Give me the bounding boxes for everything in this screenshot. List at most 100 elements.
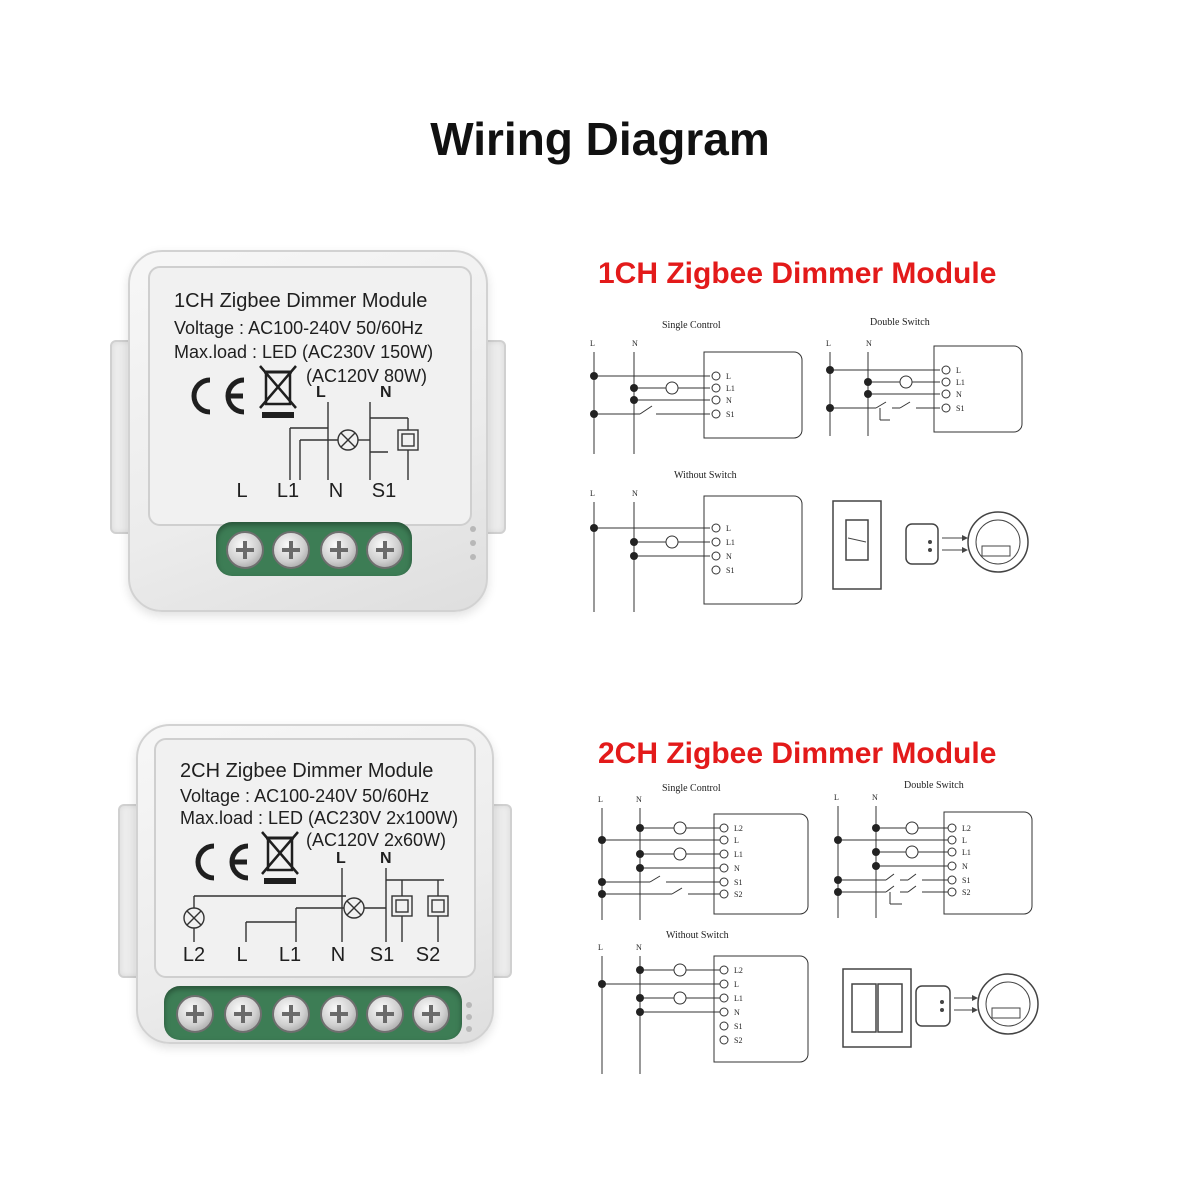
label-panel [154,738,476,978]
module-pin-label: S1 [726,566,734,575]
caption-double-switch: Double Switch [870,317,930,328]
line-label-L: L [598,943,603,952]
line-label-L: L [826,339,831,348]
device-module-name: 1CH Zigbee Dimmer Module [174,290,428,312]
module-pin-label: L [726,524,731,533]
module-pin-label: L2 [734,966,743,975]
device-voltage: Voltage : AC100-240V 50/60Hz [174,318,424,338]
wall-switch-icon [832,500,882,590]
device-wiring-drawing [183,868,449,942]
module-pin-label: N [734,1008,740,1017]
vent-hole [466,1002,472,1008]
section-title-2ch: 2CH Zigbee Dimmer Module [598,737,997,770]
module-pin-label: N [734,864,740,873]
device-2ch-photo: 2CH Zigbee Dimmer Module Voltage : AC100… [118,724,512,1044]
caption-double-switch: Double Switch [904,780,964,791]
schematic-2ch-without-switch: L N L2 L L1 N S1 S2 [598,943,809,1074]
terminal-label: L1 [276,480,300,502]
vent-hole [470,526,476,532]
module-pin-label: L1 [956,378,965,387]
vent-hole [466,1014,472,1020]
line-label-N: N [872,793,878,802]
terminal-screw [366,531,404,569]
schematic-2ch-double-switch: L N L2 L L1 N S1 S2 [834,793,1033,918]
module-pin-label: S2 [734,890,742,899]
terminal-screw [272,995,310,1033]
line-label-L: L [590,339,595,348]
terminal-label: L1 [278,944,302,966]
schematic-1ch-double-switch: L N L L1 N S1 [826,339,1023,436]
line-label-N: N [636,795,642,804]
terminal-block [164,986,462,1040]
device-max-load: Max.load : LED (AC230V 150W) [174,342,434,362]
module-pin-label: L2 [962,824,971,833]
ce-mark-icon [191,377,245,415]
module-pin-label: L2 [734,824,743,833]
module-pin-label: L [734,980,739,989]
device-voltage: Voltage : AC100-240V 50/60Hz [180,786,430,806]
terminal-label: S1 [371,480,397,502]
weee-bin-icon [259,365,297,418]
device-pin-N: N [380,850,392,867]
device-wiring-drawing [289,402,419,480]
terminal-screw [224,995,262,1033]
module-pin-label: L [734,836,739,845]
module-pin-label: L [956,366,961,375]
label-panel [148,266,472,526]
device-pin-L: L [336,850,346,867]
terminal-screw [366,995,404,1033]
terminal-screw [320,531,358,569]
vent-hole [470,540,476,546]
terminal-label: L [236,480,248,502]
weee-bin-icon [261,831,299,884]
caption-without-switch: Without Switch [674,470,737,481]
module-pin-label: S1 [962,876,970,885]
line-label-N: N [632,339,638,348]
schematic-1ch-without-switch: L N L L1 N S1 [590,489,803,612]
device-pin-N: N [380,384,392,401]
terminal-screw [320,995,358,1033]
page-title: Wiring Diagram [430,113,770,165]
module-pin-label: L1 [726,538,735,547]
line-label-L: L [590,489,595,498]
schematic-1ch-single-control: L N L L1 N S1 [590,339,803,454]
device-max-load-120: (AC120V 80W) [306,366,428,386]
terminal-label: S1 [369,944,395,966]
module-pin-label: L [962,836,967,845]
terminal-screw [412,995,450,1033]
module-pin-label: S2 [734,1036,742,1045]
module-pin-label: S1 [726,410,734,419]
terminal-screw [176,995,214,1033]
wall-box-icon [905,511,1029,573]
caption-single-control: Single Control [662,320,721,331]
schematic-2ch-single-control: L N L2 L L1 N S1 S2 [598,795,809,920]
section-title-1ch: 1CH Zigbee Dimmer Module [598,257,997,290]
terminal-screw [272,531,310,569]
module-pin-label: N [962,862,968,871]
line-label-N: N [632,489,638,498]
caption-without-switch: Without Switch [666,930,729,941]
module-pin-label: L1 [734,994,743,1003]
wall-switch-icon [842,968,912,1048]
module-pin-label: S1 [734,878,742,887]
module-pin-label: N [956,390,962,399]
module-pin-label: S2 [962,888,970,897]
terminal-label: N [330,944,346,966]
vent-hole [470,554,476,560]
caption-single-control: Single Control [662,783,721,794]
module-pin-label: L1 [726,384,735,393]
terminal-label: L [236,944,248,966]
device-max-load: Max.load : LED (AC230V 2x100W) [180,808,459,828]
device-pin-L: L [316,384,326,401]
line-label-N: N [866,339,872,348]
device-max-load-120: (AC120V 2x60W) [306,830,447,850]
device-1ch-photo: 1CH Zigbee Dimmer Module Voltage : AC100… [110,250,506,612]
terminal-block [216,522,412,576]
module-pin-label: N [726,396,732,405]
module-pin-label: S1 [956,404,964,413]
line-label-L: L [834,793,839,802]
module-pin-label: N [726,552,732,561]
ce-mark-icon [195,843,249,881]
device-module-name: 2CH Zigbee Dimmer Module [180,760,434,782]
module-pin-label: L1 [734,850,743,859]
